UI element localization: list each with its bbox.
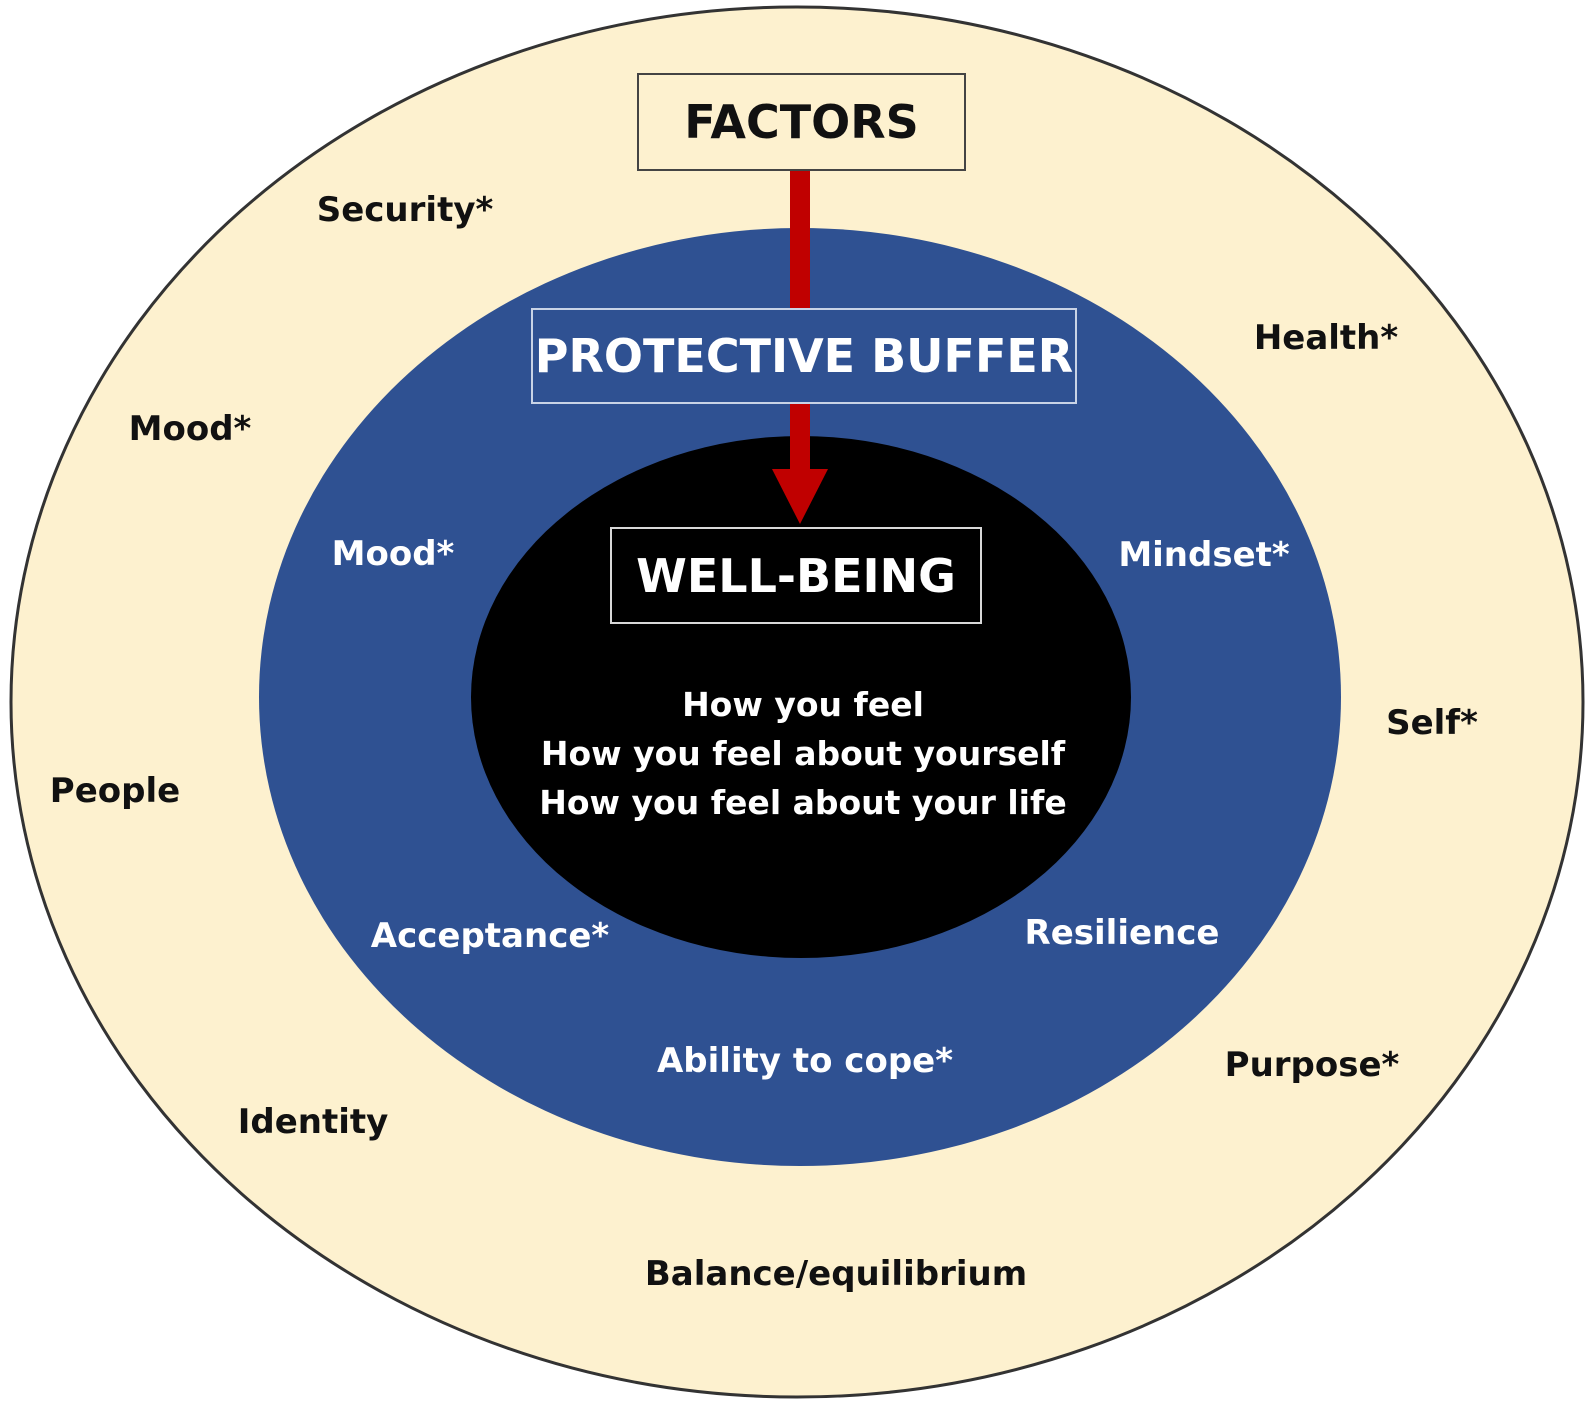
factors-label: FACTORS bbox=[684, 95, 919, 149]
well-being-line: How you feel bbox=[682, 685, 924, 724]
buffer-item-resilience: Resilience bbox=[1024, 913, 1220, 953]
outer-factor-identity: Identity bbox=[237, 1102, 389, 1142]
buffer-item-mood: Mood* bbox=[331, 534, 455, 574]
outer-factor-self: Self* bbox=[1386, 703, 1478, 743]
outer-factor-balance: Balance/equilibrium bbox=[644, 1254, 1028, 1294]
factors-box: FACTORS bbox=[637, 73, 966, 171]
well-being-label: WELL-BEING bbox=[636, 548, 956, 603]
protective-buffer-label: PROTECTIVE BUFFER bbox=[534, 329, 1074, 383]
outer-factor-people: People bbox=[49, 771, 181, 811]
outer-factor-security: Security* bbox=[316, 190, 494, 230]
outer-factor-mood: Mood* bbox=[128, 409, 252, 449]
well-being-line: How you feel about yourself bbox=[540, 734, 1066, 773]
well-being-line: How you feel about your life bbox=[539, 783, 1067, 822]
arrow-head bbox=[772, 469, 828, 524]
outer-factor-purpose: Purpose* bbox=[1224, 1045, 1400, 1085]
arrow-shaft-lower bbox=[790, 403, 810, 471]
well-being-description: How you feel How you feel about yourself… bbox=[500, 680, 1106, 827]
protective-buffer-box: PROTECTIVE BUFFER bbox=[531, 308, 1077, 404]
buffer-item-mindset: Mindset* bbox=[1118, 535, 1290, 575]
buffer-item-ability-to-cope: Ability to cope* bbox=[656, 1041, 954, 1081]
outer-factor-health: Health* bbox=[1253, 318, 1399, 358]
well-being-box: WELL-BEING bbox=[610, 527, 982, 624]
buffer-item-acceptance: Acceptance* bbox=[370, 916, 610, 956]
arrow-shaft-upper bbox=[790, 170, 810, 309]
